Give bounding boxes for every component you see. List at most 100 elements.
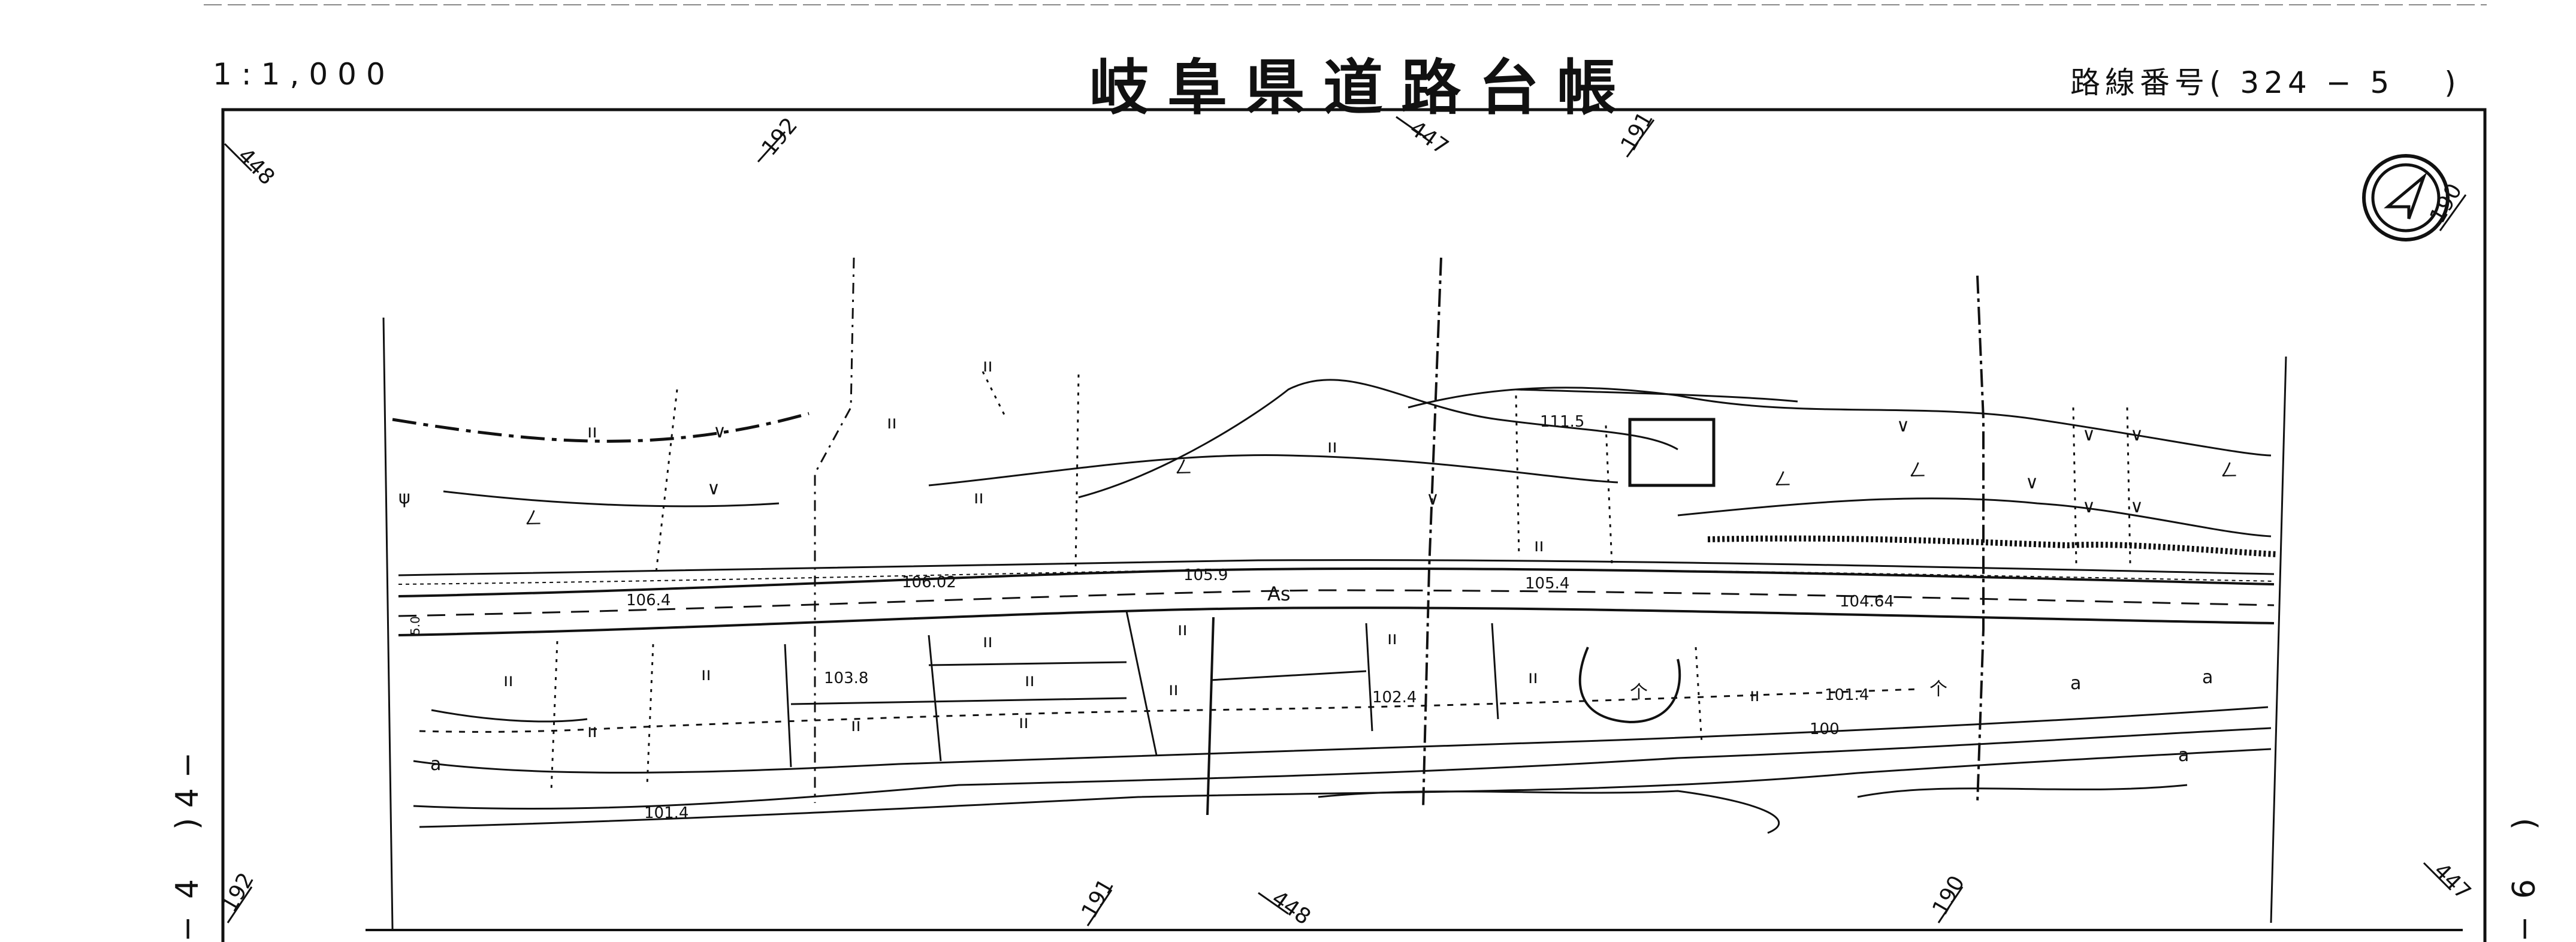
fence-line (398, 559, 2275, 576)
contour-n2 (1078, 379, 1678, 499)
map-frame (221, 108, 2487, 942)
land-symbol: ıı (1168, 679, 1179, 700)
grid-labels: 448 192 447 191 190 192 191 448 190 447 (217, 107, 2475, 929)
land-symbol: ıı (1177, 619, 1188, 640)
grid-label: 191 (1616, 107, 1658, 155)
parcel-line (646, 644, 654, 786)
route-value: 324 − 5 (2240, 65, 2394, 100)
contour-n1 (443, 490, 780, 508)
land-symbol: ıı (1534, 535, 1544, 556)
parcel-line (1515, 395, 1520, 558)
land-symbol: ıı (1025, 670, 1035, 691)
land-symbol: ıı (1327, 436, 1337, 457)
land-symbol: ∨ (2025, 472, 2039, 493)
grid-label: 448 (233, 143, 280, 190)
depression (1578, 647, 1681, 724)
parcel-line (1125, 611, 1158, 756)
dotted-parcel-edge (419, 688, 1918, 733)
crosshatch-strip (1707, 535, 2278, 557)
parcel-line (928, 635, 942, 762)
map-scale: 1:1,000 (213, 57, 395, 92)
svg-text:) 4 −: ) 4 − (170, 752, 206, 830)
svg-text:6: 6 (2506, 879, 2542, 899)
elevation-labels: 106.4 106.02 105.9 105.4 104.64 111.5 10… (626, 413, 1894, 822)
contour-n3 (928, 454, 1618, 487)
parcel-line (784, 644, 792, 768)
land-symbol: ıı (587, 721, 597, 742)
sheet-ref-left: ) 4 − 4 − (170, 752, 206, 942)
land-symbol: ∨ (2130, 424, 2143, 445)
land-symbol: ∨ (1426, 488, 1439, 509)
svg-text:): ) (2506, 818, 2542, 830)
parcel-line (1491, 623, 1499, 720)
road-south-edge (398, 606, 2275, 636)
elevation-label: 104.64 (1840, 593, 1894, 611)
land-symbol: ∨ (2130, 496, 2143, 517)
elevation-label: 101.4 (644, 804, 688, 822)
parcel-line (1074, 374, 1080, 570)
elevation-label: 111.5 (1540, 413, 1584, 431)
land-symbol: ıı (887, 412, 897, 433)
land-symbol: ㄥ (1174, 457, 1192, 478)
land-symbol: ıı (503, 670, 514, 691)
elevation-label: 105.4 (1525, 575, 1569, 593)
section-line-1 (814, 257, 855, 803)
dash-dot-boundary (392, 412, 810, 443)
land-use-symbols: As 5.0 ıı ıı ıı ıı ıı ıı ıı ıı ıı ıı ıı … (398, 355, 2238, 775)
river-edge-1 (413, 706, 2269, 774)
parcel-line (1695, 647, 1703, 744)
contour-n5 (1677, 497, 2272, 538)
land-symbol: ∨ (2082, 424, 2095, 445)
land-symbol: ∨ (1896, 415, 1910, 436)
meander (1857, 784, 2188, 798)
sheet-ref-right: ) 6 − (2506, 818, 2542, 942)
east-edge-line (2270, 356, 2287, 923)
elevation-label: 106.02 (902, 573, 956, 591)
land-symbol: a (2178, 745, 2189, 766)
land-symbol: ıı (1750, 685, 1760, 706)
parcel-line (550, 641, 558, 792)
land-symbol: ıı (1528, 667, 1538, 688)
land-symbol: ıı (587, 421, 597, 442)
river-edge-2 (413, 727, 2272, 810)
contour-n6 (1515, 388, 1798, 403)
land-symbol: ıı (701, 664, 711, 685)
land-symbol: ıı (1387, 628, 1397, 649)
route-number: 路線番号( 324 − 5 ) (2070, 59, 2461, 102)
route-close: ) (2444, 65, 2461, 100)
contour-n4 (1408, 387, 2272, 457)
land-symbol: ∨ (713, 421, 726, 442)
land-symbol: ∨ (2082, 496, 2095, 517)
elevation-label: 105.9 (1183, 566, 1228, 584)
elevation-label: 103.8 (824, 669, 868, 687)
grid-label: 447 (1405, 116, 1453, 160)
route-label: 路線番号( (2070, 65, 2226, 100)
land-symbol: a (2202, 667, 2213, 688)
land-symbol: a (430, 754, 441, 775)
land-symbol: 个 (1929, 679, 1947, 700)
road-width-label: 5.0 (408, 616, 422, 635)
parcel-line (928, 661, 1127, 666)
parcel-line (2072, 407, 2077, 564)
parcel-line (1210, 670, 1367, 681)
svg-text:−: − (170, 916, 206, 942)
parcel-line (982, 371, 1008, 420)
elevation-label: 102.4 (1372, 689, 1417, 707)
meander (1318, 790, 1780, 834)
grid-label: 448 (1267, 886, 1315, 930)
building-footprint (1628, 418, 1716, 487)
land-symbol: ψ (398, 487, 410, 508)
land-symbol: ㄥ (524, 508, 542, 529)
svg-text:−: − (2506, 916, 2542, 942)
section-line-2 (1422, 257, 1442, 810)
grid-label: 191 (1077, 874, 1119, 922)
parcel-line (790, 697, 1127, 705)
parcel-line (1365, 623, 1373, 732)
road-north-edge (398, 567, 2275, 597)
bank-line (431, 709, 588, 723)
land-symbol: ıı (974, 487, 984, 508)
land-symbol: ıı (851, 715, 861, 736)
pavement-label: As (1267, 582, 1291, 605)
grid-label: 190 (1928, 871, 1970, 919)
